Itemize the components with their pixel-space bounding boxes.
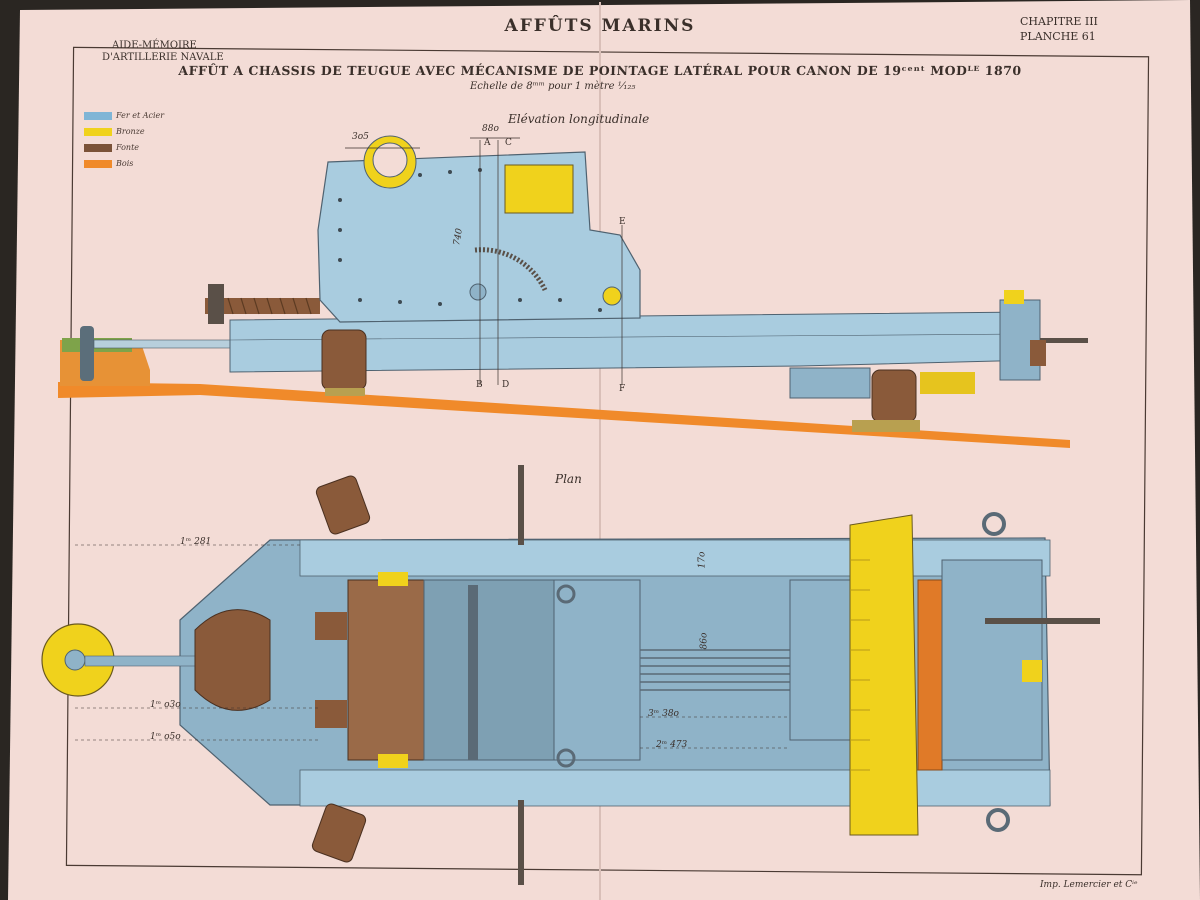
elevation-view-title: Elévation longitudinale bbox=[508, 112, 650, 126]
legend-label-bronze: Bronze bbox=[116, 127, 145, 136]
header-left-line1: AIDE-MÉMOIRE bbox=[112, 40, 197, 51]
plan-rail-bottom bbox=[299, 769, 1051, 807]
eye-bottom-mid bbox=[556, 748, 576, 768]
section-mark-D: D bbox=[502, 380, 510, 390]
rack-teeth bbox=[850, 559, 870, 771]
eye-top-mid bbox=[556, 584, 576, 604]
front-yoke bbox=[194, 609, 271, 711]
legend-label-castiron: Fonte bbox=[116, 143, 140, 152]
rear-bronze-nut bbox=[1022, 660, 1042, 682]
section-mark-A: A bbox=[484, 138, 491, 148]
toothed-arc bbox=[474, 247, 548, 292]
legend-label-iron: Fer et Acier bbox=[116, 111, 165, 120]
rear-wood-beam bbox=[917, 579, 943, 771]
plan-view bbox=[41, 465, 1100, 885]
scale-note: Echelle de 8ᵐᵐ pour 1 mètre ¹⁄₁₂₅ bbox=[470, 81, 636, 92]
pointing-rod bbox=[93, 339, 245, 349]
lever-post bbox=[80, 326, 94, 381]
bronze-boss bbox=[602, 286, 622, 306]
plate-subtitle: AFFÛT A CHASSIS DE TEUGUE AVEC MÉCANISME… bbox=[178, 63, 1022, 78]
section-mark-B: B bbox=[476, 380, 483, 390]
plan-vertical-shaft bbox=[468, 585, 478, 760]
plan-rear-block bbox=[789, 579, 851, 741]
plan-handwheel-hub bbox=[64, 649, 86, 671]
trunnion-bore bbox=[372, 142, 408, 178]
plan-dim-3: 1ᵐ o5o bbox=[150, 732, 181, 742]
plan-view-title: Plan bbox=[555, 472, 582, 486]
end-block bbox=[1030, 340, 1046, 366]
legend-swatch-wood bbox=[84, 160, 112, 168]
plan-dim-5: 2ᵐ 473 bbox=[656, 740, 688, 750]
bearing-block-bottom bbox=[315, 700, 347, 728]
plan-carriage-cheeks bbox=[347, 579, 425, 761]
section-mark-C: C bbox=[505, 138, 512, 148]
plate-border bbox=[65, 46, 1150, 876]
eye-bottom-right bbox=[986, 808, 1010, 832]
plan-dim-1: 1ᵐ 281 bbox=[180, 537, 212, 547]
section-mark-E: E bbox=[619, 217, 626, 227]
legend-swatch-iron bbox=[84, 112, 112, 120]
pointing-screw bbox=[205, 298, 320, 314]
plate-title: AFFÛTS MARINS bbox=[504, 16, 696, 36]
chapter-label: CHAPITRE III bbox=[1020, 15, 1098, 28]
plan-mechanism bbox=[423, 579, 555, 761]
plan-dim-6: 86o bbox=[699, 632, 710, 650]
plan-bronze-band-bottom bbox=[378, 754, 408, 768]
elev-dim-top-1: 3o5 bbox=[352, 132, 369, 142]
rear-bronze bbox=[920, 372, 975, 394]
legend-swatch-castiron bbox=[84, 144, 112, 152]
plan-plate bbox=[553, 579, 641, 761]
plate-number: PLANCHE 61 bbox=[1020, 30, 1096, 43]
section-mark-F: F bbox=[619, 384, 626, 394]
plan-shaft bbox=[84, 655, 196, 667]
rear-bracket bbox=[789, 367, 871, 399]
header-left-line2: D'ARTILLERIE NAVALE bbox=[102, 52, 224, 63]
plan-roller-top bbox=[315, 475, 371, 535]
bronze-plate bbox=[504, 164, 574, 214]
rear-spindle bbox=[985, 618, 1100, 624]
elev-dim-top-2: 88o bbox=[482, 124, 499, 134]
plan-bronze-band-top bbox=[378, 572, 408, 586]
deck-wood bbox=[58, 382, 1070, 448]
deck-shoe-front bbox=[325, 388, 365, 396]
plan-dim-7: 17o bbox=[697, 551, 708, 569]
plan-bottom-spindle bbox=[518, 800, 524, 885]
pivot-hub bbox=[469, 283, 487, 301]
section-lines bbox=[345, 137, 623, 385]
rivets bbox=[338, 168, 602, 312]
end-bronze bbox=[1004, 290, 1024, 304]
bearing-block-top bbox=[315, 612, 347, 640]
printer-credit: Imp. Lemercier et Cⁱᵉ bbox=[1040, 880, 1138, 890]
eye-top-right bbox=[982, 512, 1006, 536]
front-roller bbox=[321, 329, 367, 391]
plan-dimension-lines bbox=[75, 544, 790, 749]
legend-label-wood: Bois bbox=[116, 159, 134, 168]
end-rod bbox=[1040, 338, 1088, 343]
plan-roller-bottom bbox=[311, 803, 367, 863]
plan-top-spindle bbox=[518, 465, 524, 545]
rear-roller bbox=[871, 369, 917, 423]
legend-swatch-bronze bbox=[84, 128, 112, 136]
deck-shoe-rear bbox=[852, 420, 920, 432]
elevation-view bbox=[58, 135, 1088, 448]
plan-dim-2: 1ᵐ o3o bbox=[150, 700, 181, 710]
plan-rail-top bbox=[299, 539, 1051, 577]
handwheel bbox=[208, 284, 224, 324]
chassis-beam bbox=[229, 311, 1036, 373]
toothed-rack bbox=[849, 514, 919, 836]
plan-dim-4: 3ᵐ 38o bbox=[648, 709, 679, 719]
